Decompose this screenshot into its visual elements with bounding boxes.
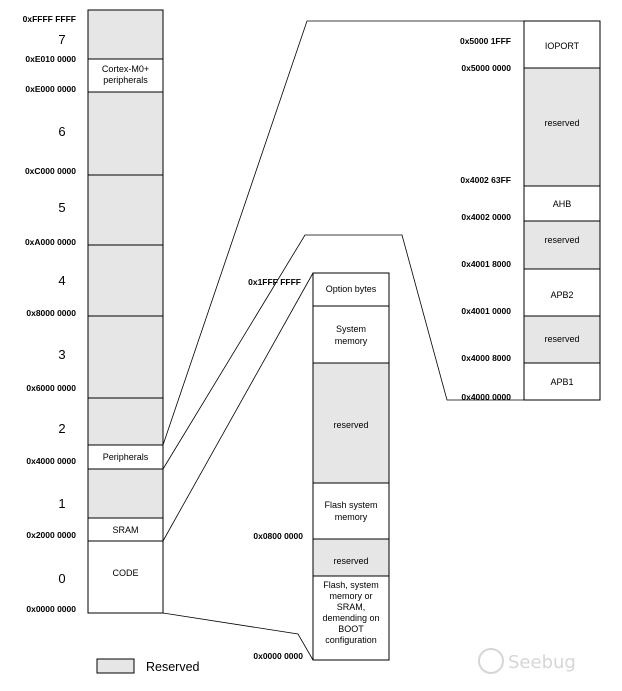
code-block-label: memory or	[329, 591, 372, 601]
code-block-rect	[312, 482, 390, 540]
region-number-5: 5	[58, 200, 65, 215]
address-label: 0x5000 1FFF	[460, 36, 511, 46]
code-block-label: Flash system	[324, 500, 377, 510]
code-block-label: Flash, system	[323, 580, 379, 590]
block-label-cortex-m0-line1: Cortex-M0+	[102, 64, 149, 74]
address-label: 0x4001 8000	[461, 259, 511, 269]
block-label-sram: SRAM	[112, 525, 138, 535]
periph-block-rect	[523, 268, 601, 317]
address-label: 0x8000 0000	[26, 308, 76, 318]
periph-block-rect	[523, 220, 601, 270]
main-block-rect	[87, 468, 164, 519]
connector-peripherals-top	[162, 20, 600, 446]
code-block-label: System	[336, 324, 366, 334]
legend-reserved-label: Reserved	[146, 660, 200, 674]
periph-block-label: IOPORT	[545, 41, 580, 51]
code-block-rect	[312, 362, 390, 484]
seebug-watermark: Seebug	[478, 648, 576, 674]
periph-block-label: reserved	[544, 118, 579, 128]
code-memory-map: Option bytes System memory reserved Flas…	[248, 272, 390, 661]
code-block-label: demending on	[322, 613, 379, 623]
main-block-rect	[87, 58, 164, 93]
main-block-rect	[87, 174, 164, 246]
connector-code-bottom	[162, 612, 314, 661]
periph-block-rect	[523, 315, 601, 364]
main-block-rect	[87, 244, 164, 317]
address-label: 0xA000 0000	[25, 237, 76, 247]
region-number-0: 0	[58, 571, 65, 586]
region-number-1: 1	[58, 496, 65, 511]
block-label-peripherals: Peripherals	[103, 452, 149, 462]
main-block: Peripherals	[87, 444, 164, 470]
main-memory-map: Cortex-M0+ peripherals Peripherals SRAM …	[23, 9, 164, 614]
region-number-6: 6	[58, 124, 65, 139]
periph-block-label: APB1	[550, 377, 573, 387]
connector-peripherals-bottom	[162, 234, 600, 470]
address-label: 0x4000 0000	[461, 392, 511, 402]
code-block-label: BOOT	[338, 624, 364, 634]
periph-block-label: reserved	[544, 334, 579, 344]
address-label: 0x6000 0000	[26, 383, 76, 393]
address-label: 0xE000 0000	[25, 84, 76, 94]
address-label: 0x4001 0000	[461, 306, 511, 316]
periph-block-rect	[523, 185, 601, 222]
connector-code-top	[162, 272, 314, 542]
address-label: 0x0800 0000	[253, 531, 303, 541]
address-label: 0xE010 0000	[25, 54, 76, 64]
main-block: SRAM	[87, 517, 164, 542]
code-block-label: reserved	[333, 556, 368, 566]
address-label: 0xFFFF FFFF	[23, 14, 76, 24]
address-label: 0x4002 0000	[461, 212, 511, 222]
region-number-4: 4	[58, 273, 65, 288]
watermark-text: Seebug	[508, 652, 576, 673]
periph-block-label: reserved	[544, 235, 579, 245]
main-block-rect	[87, 9, 164, 60]
connector-lines	[162, 20, 600, 661]
address-label: 0x2000 0000	[26, 530, 76, 540]
code-block-rect	[312, 272, 390, 307]
periph-block-rect	[523, 67, 601, 187]
block-label-cortex-m0-line2: peripherals	[103, 75, 148, 85]
watermark-logo-icon	[478, 648, 504, 674]
peripheral-memory-map: IOPORT reserved AHB reserved APB2 reserv…	[460, 20, 601, 402]
main-block: CODE	[87, 540, 164, 614]
main-block-rect	[87, 91, 164, 176]
legend: Reserved	[96, 658, 200, 674]
address-label: 0x1FFF FFFF	[248, 277, 301, 287]
region-number-2: 2	[58, 421, 65, 436]
periph-block-label: APB2	[550, 290, 573, 300]
periph-block-label: AHB	[553, 199, 572, 209]
periph-block-rect	[523, 20, 601, 69]
code-block-label: Option bytes	[326, 284, 377, 294]
address-label: 0x4000 8000	[461, 353, 511, 363]
code-block-label: SRAM,	[337, 602, 366, 612]
main-block-rect	[87, 397, 164, 446]
code-block-rect	[312, 305, 390, 364]
periph-block-rect	[523, 362, 601, 401]
main-block-rect	[87, 315, 164, 399]
code-block-label: memory	[335, 336, 368, 346]
address-label: 0x0000 0000	[253, 651, 303, 661]
address-label: 0xC000 0000	[25, 166, 76, 176]
main-block	[87, 9, 164, 60]
code-block-label: reserved	[333, 420, 368, 430]
address-label: 0x5000 0000	[461, 63, 511, 73]
code-block-rect	[312, 575, 390, 661]
code-block-label: configuration	[325, 635, 377, 645]
address-label: 0x4000 0000	[26, 456, 76, 466]
address-label: 0x0000 0000	[26, 604, 76, 614]
main-block-rect	[87, 540, 164, 614]
main-block: Cortex-M0+ peripherals	[87, 58, 164, 93]
region-number-7: 7	[58, 32, 65, 47]
legend-reserved-swatch	[96, 658, 135, 674]
address-label: 0x4002 63FF	[460, 175, 511, 185]
code-block-rect	[312, 538, 390, 577]
region-number-3: 3	[58, 347, 65, 362]
block-label-code: CODE	[112, 568, 138, 578]
code-block-label: memory	[335, 512, 368, 522]
